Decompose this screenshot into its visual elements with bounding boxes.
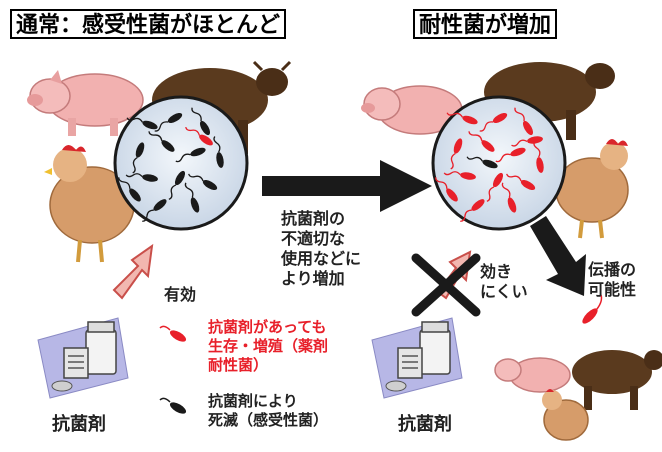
susceptible-bacterium [154,112,183,132]
resistant-bacterium [501,182,517,213]
susceptible-bacterium [168,170,186,200]
resistant-bacterium [479,112,508,132]
legend-susceptible-text: 抗菌剤により 死滅（感受性菌） [208,392,329,429]
resistant-bacterium [468,131,495,152]
title-resistant-increase: 耐性菌が増加 [413,9,558,39]
resistant-bacterium [495,147,526,163]
spread-bacteria-icon [582,294,603,324]
medicine-bottle-icon [37,317,129,399]
resistant-bacterium [185,126,213,146]
title-normal: 通常：感受性菌がほとんど [10,9,287,39]
chicken-icon [542,389,589,441]
susceptible-bacterium [132,142,145,174]
pig-icon [361,85,463,135]
resistant-bacterium [443,171,476,180]
bacteria-culture-normal [113,95,249,231]
resistant-bacterium [450,138,463,170]
cow-icon [572,350,662,410]
diagram [27,60,662,441]
susceptible-bacterium [142,199,167,222]
pig-icon [27,70,144,136]
resistant-bacterium [511,136,543,147]
susceptible-bacterium [191,107,211,136]
hard-to-work-label: 効き にくい [480,262,528,301]
resistant-bacterium [460,199,485,222]
susceptible-bacterium [188,173,218,191]
spread-possibility-label: 伝播の 可能性 [588,260,637,299]
cross-icon [411,253,481,317]
susceptible-bacterium [184,182,200,213]
resistant-bacterium [486,172,504,202]
resistant-bacteria-icon [159,325,187,342]
increase-arrow [262,160,432,212]
resistant-bacterium [446,112,478,125]
legend-resistant-text: 抗菌剤があっても 生存・増殖（薬剤 耐性菌） [208,318,329,374]
susceptible-bacterium [125,173,158,182]
resistant-bacterium [506,173,536,191]
drug-label-right: 抗菌剤 [398,414,452,435]
resistant-bacterium [435,177,458,202]
resistant-bacteria-group [435,107,544,222]
spread-arrow [530,216,586,296]
susceptible-bacterium [466,156,498,169]
susceptible-bacterium [213,136,224,168]
susceptible-bacterium [118,177,141,202]
pig-icon [494,357,571,393]
susceptible-bacterium [126,117,158,130]
effective-label: 有効 [164,285,197,304]
susceptible-bacteria-icon [159,397,187,414]
drug-label-left: 抗菌剤 [52,414,106,435]
chicken-icon [555,139,629,239]
medicine-bottle-icon [371,317,463,399]
resistant-bacterium [514,107,534,136]
susceptible-bacteria-group [118,107,224,222]
misuse-label: 抗菌剤の 不適切な 使用などに より増加 [281,209,362,288]
effective-arrow [112,243,154,300]
susceptible-bacterium [175,147,206,163]
susceptible-bacterium [148,131,175,152]
